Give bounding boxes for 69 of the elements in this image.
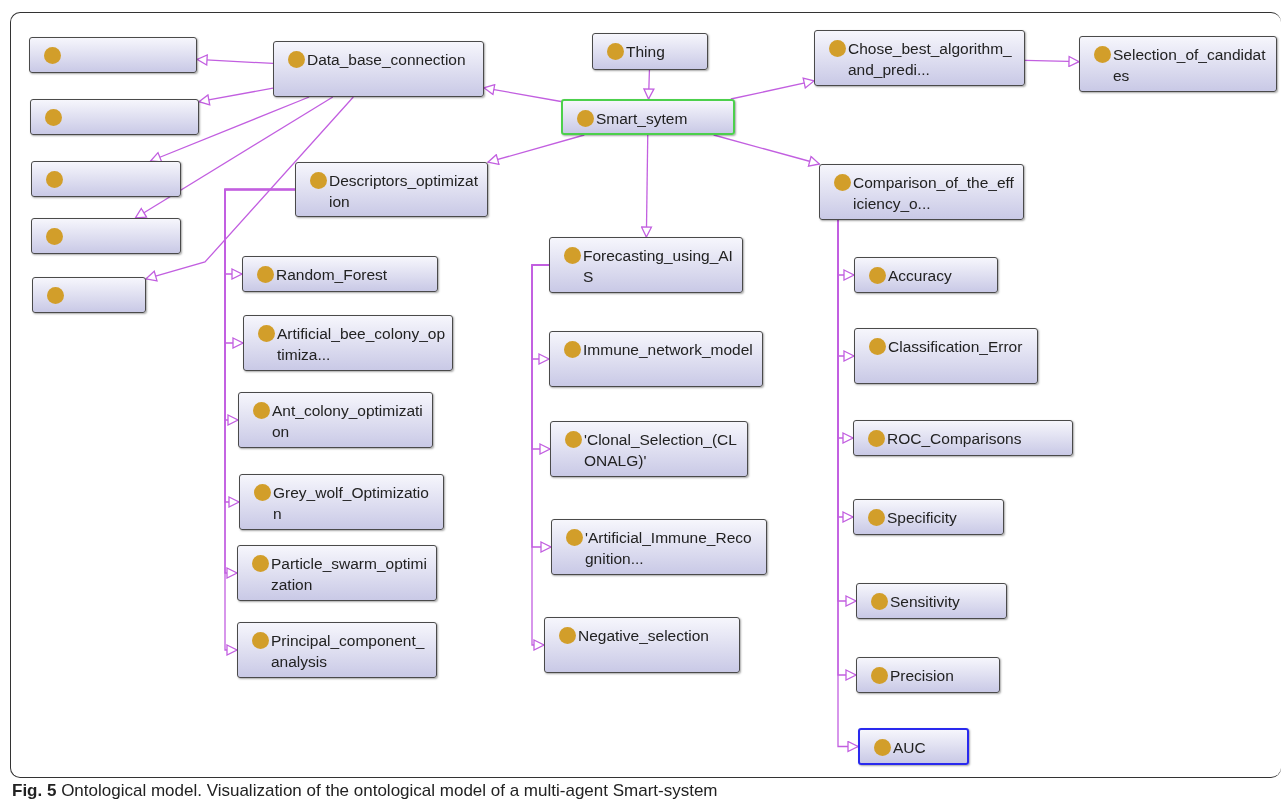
class-name: Specificity <box>887 508 958 528</box>
subclass-arrow <box>643 69 655 100</box>
class-box <box>238 392 433 448</box>
class-name: AUC <box>893 738 927 758</box>
class-name: Thing <box>626 42 666 62</box>
class-box <box>32 277 146 313</box>
class-box <box>549 331 763 387</box>
class-box <box>544 617 740 673</box>
class-box <box>561 99 735 135</box>
class-box <box>237 622 437 678</box>
subclass-arrow <box>640 134 653 238</box>
class-box <box>856 583 1007 619</box>
class-name: Forecasting_using_AIS <box>583 246 734 287</box>
class-name: ROC_Comparisons <box>887 429 1023 449</box>
class-name: Smart_sytem <box>596 109 689 129</box>
class-name: Accuracy <box>888 266 953 286</box>
class-box <box>243 315 453 371</box>
class-box <box>853 420 1073 456</box>
class-box <box>854 257 998 293</box>
subclass-arrow <box>149 96 310 163</box>
class-name: Data_base_connection <box>307 50 467 70</box>
class-name: Ant_colony_optimization <box>272 401 424 442</box>
class-box <box>1079 36 1277 92</box>
class-box <box>592 33 708 70</box>
class-name: Comparison_of_the_efficiency_o... <box>853 173 1015 214</box>
class-name: Negative_selection <box>578 626 710 646</box>
class-name: Random_Forest <box>276 265 389 285</box>
subclass-arrow <box>196 54 274 66</box>
figure-caption: Fig. 5 Ontological model. Visualization of the ontological model of a multi-agent Smart-system <box>12 781 718 801</box>
class-name: 'Clonal_Selection_(CLONALG)' <box>584 430 738 471</box>
class-box <box>814 30 1025 86</box>
class-name: Particle_swarm_optimization <box>271 554 428 595</box>
class-box <box>853 499 1004 535</box>
class-box <box>550 421 748 477</box>
class-name: Precision <box>890 666 955 686</box>
class-name: Selection_of_candidates <box>1113 45 1267 86</box>
class-box <box>551 519 767 575</box>
class-name: Artificial_bee_colony_optimiza... <box>277 324 446 365</box>
subclass-arrow <box>224 188 296 656</box>
class-box <box>273 41 484 97</box>
class-name: Classification_Error <box>888 337 1024 357</box>
subclass-arrow <box>713 134 821 167</box>
class-name: Chose_best_algorithm_and_predi... <box>848 39 1013 80</box>
subclass-arrow <box>1024 55 1080 68</box>
class-name: Principal_component_analysis <box>271 631 426 672</box>
class-box <box>31 218 181 254</box>
class-name: Grey_wolf_Optimization <box>273 483 430 524</box>
class-box <box>237 545 437 601</box>
class-name: Immune_network_model <box>583 340 754 360</box>
subclass-arrow <box>134 96 334 219</box>
class-name: 'Artificial_Immune_Recognition... <box>585 528 753 569</box>
subclass-arrow <box>487 134 585 165</box>
class-name: Descriptors_optimization <box>329 171 480 212</box>
subclass-arrow <box>730 77 815 100</box>
class-box <box>295 162 488 217</box>
class-box <box>30 99 199 135</box>
class-box <box>29 37 197 73</box>
class-box <box>31 161 181 197</box>
class-name: Sensitivity <box>890 592 961 612</box>
class-box <box>819 164 1024 220</box>
class-box <box>858 728 969 765</box>
subclass-arrow <box>145 96 354 282</box>
class-box <box>854 328 1038 384</box>
class-box <box>549 237 743 293</box>
class-box <box>856 657 1000 693</box>
class-box <box>239 474 444 530</box>
class-box <box>242 256 438 292</box>
subclass-arrow <box>198 87 274 106</box>
subclass-arrow <box>483 83 562 103</box>
